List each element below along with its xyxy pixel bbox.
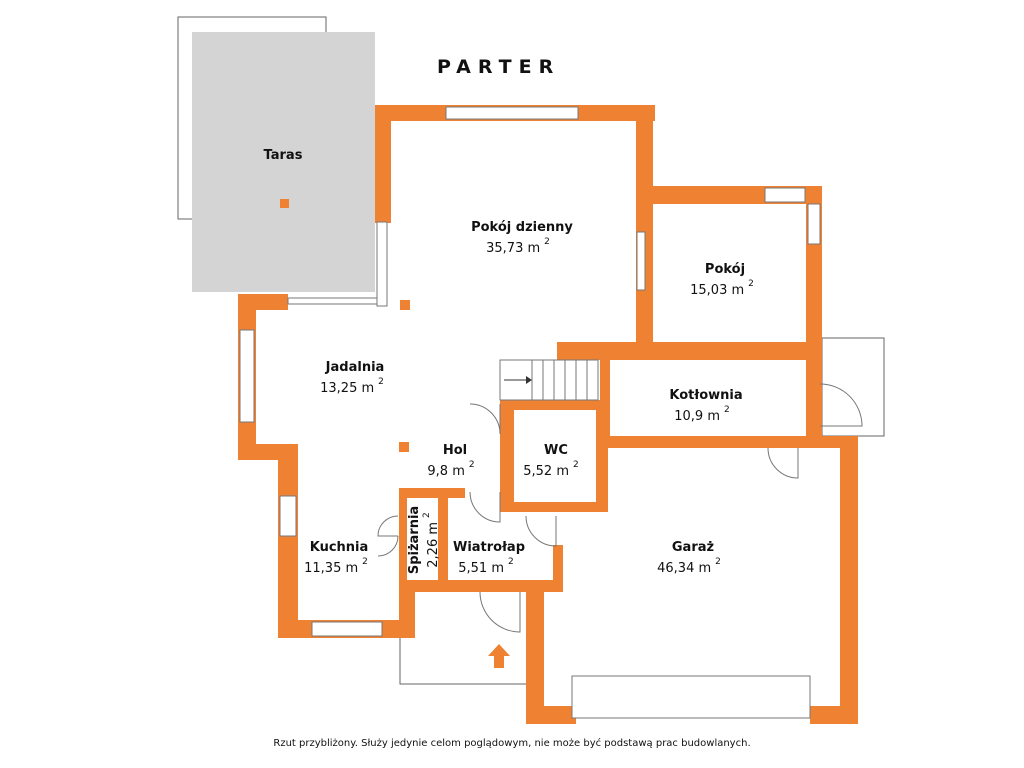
room-wc-name: WC — [544, 443, 568, 458]
room-spizarnia-label: Spiżarnia 2,26 m2 — [407, 506, 441, 574]
room-kotlownia-name: Kotłownia — [669, 388, 742, 403]
page-title: PARTER — [437, 56, 560, 78]
room-jadalnia-name: Jadalnia — [325, 360, 385, 375]
disclaimer-text: Rzut przybliżony. Służy jedynie celom po… — [273, 737, 750, 749]
room-pokoj-name: Pokój — [705, 262, 745, 277]
stairs-icon — [499, 359, 599, 401]
windows — [239, 106, 821, 719]
room-kuchnia-name: Kuchnia — [310, 540, 369, 555]
room-hol-name: Hol — [443, 443, 467, 458]
room-garaz-name: Garaż — [672, 540, 714, 555]
doors — [377, 383, 863, 633]
room-spizarnia-name: Spiżarnia — [407, 506, 422, 574]
room-taras-name: Taras — [264, 148, 303, 163]
room-wiatrolap-name: Wiatrołap — [453, 540, 525, 555]
room-spizarnia-area: 2,26 m2 — [422, 512, 441, 567]
terrace-area — [177, 16, 375, 292]
room-pokoj-dzienny-name: Pokój dzienny — [471, 220, 573, 235]
arrow-up-icon — [488, 644, 510, 668]
